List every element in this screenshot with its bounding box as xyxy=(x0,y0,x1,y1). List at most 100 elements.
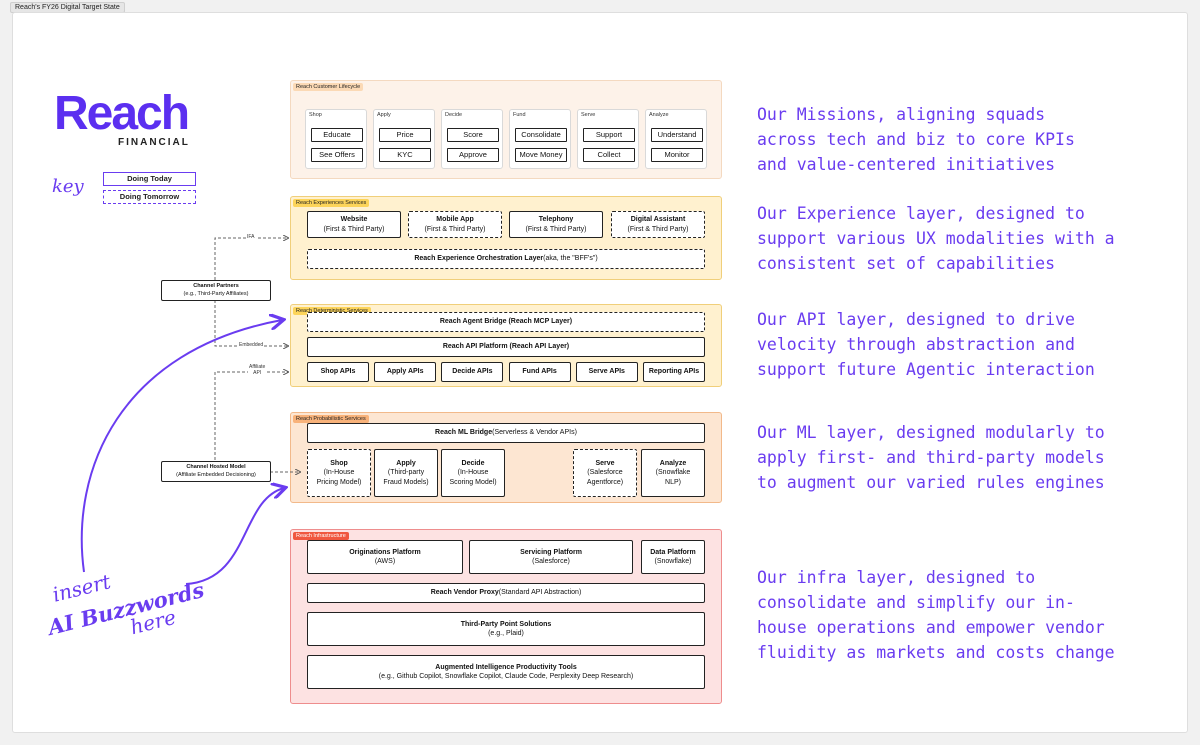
deterministic-section: Reach Deterministic Services Reach Agent… xyxy=(290,304,722,387)
model-detail: Fraud Models) xyxy=(383,478,429,486)
experience-line: support various UX modalities with a xyxy=(757,229,1115,248)
lifecycle-item[interactable]: KYC xyxy=(379,148,431,162)
ml-bridge[interactable]: Reach ML Bridge (Serverless & Vendor API… xyxy=(307,423,705,443)
lifecycle-title: Reach Customer Lifecycle xyxy=(293,83,364,91)
channel-digital-assistant-sub: (First & Third Party) xyxy=(627,225,689,233)
api-platform[interactable]: Reach API Platform (Reach API Layer) xyxy=(307,337,705,357)
api-box-serve-apis[interactable]: Serve APIs xyxy=(575,362,638,382)
lifecycle-stage-title: Serve xyxy=(581,112,596,118)
ifa-label: IFA xyxy=(246,234,256,240)
channel-telephony-name: Telephony xyxy=(538,216,574,224)
channel-digital-assistant-name: Digital Assistant xyxy=(630,216,686,224)
data-platform[interactable]: Data Platform (Snowflake) xyxy=(641,540,705,574)
lifecycle-stage-title: Apply xyxy=(377,112,391,118)
lifecycle-item[interactable]: Consolidate xyxy=(515,128,567,142)
affiliate-api-label: Affiliate API xyxy=(248,364,267,376)
model-detail: Scoring Model) xyxy=(449,478,497,486)
channel-website-name: Website xyxy=(340,216,368,224)
orchestration-layer[interactable]: Reach Experience Orchestration Layer (ak… xyxy=(307,249,705,269)
model-detail: NLP) xyxy=(665,478,681,486)
experience-title: Reach Experiences Services xyxy=(293,199,370,207)
missions-line: Our Missions, aligning squads xyxy=(757,105,1046,124)
api-box-apply-apis[interactable]: Apply APIs xyxy=(374,362,437,382)
infra-line: fluidity as markets and costs change xyxy=(757,643,1115,662)
originations-platform[interactable]: Originations Platform (AWS) xyxy=(307,540,463,574)
affiliate-label: Affiliate xyxy=(249,364,266,370)
missions-line: and value-centered initiatives xyxy=(757,155,1056,174)
channel-partners-name: Channel Partners xyxy=(193,282,239,289)
lifecycle-item[interactable]: Understand xyxy=(651,128,703,142)
servicing-platform[interactable]: Servicing Platform (Salesforce) xyxy=(469,540,633,574)
lifecycle-item[interactable]: Monitor xyxy=(651,148,703,162)
channel-hosted-model-sub: (Affiliate Embedded Decisioning) xyxy=(176,471,256,478)
servicing-platform-sub: (Salesforce) xyxy=(532,558,570,565)
affiliate-api-connector xyxy=(214,372,288,460)
lifecycle-item[interactable]: Approve xyxy=(447,148,499,162)
ifa-connector xyxy=(214,238,288,280)
deterministic-title: Reach Deterministic Services xyxy=(293,307,371,315)
api-box-reporting-apis[interactable]: Reporting APIs xyxy=(643,362,705,382)
point-solutions-sub: (e.g., Plaid) xyxy=(488,630,524,637)
experience-section: Reach Experiences Services Website (Firs… xyxy=(290,196,722,280)
probabilistic-title: Reach Probabilistic Services xyxy=(293,415,369,423)
lifecycle-item[interactable]: Move Money xyxy=(515,148,567,162)
experience-line: consistent set of capabilities xyxy=(757,254,1056,273)
channel-digital-assistant[interactable]: Digital Assistant (First & Third Party) xyxy=(611,211,705,238)
lifecycle-item[interactable]: Score xyxy=(447,128,499,142)
lifecycle-item[interactable]: Collect xyxy=(583,148,635,162)
originations-platform-sub: (AWS) xyxy=(374,558,396,565)
channel-telephony[interactable]: Telephony (First & Third Party) xyxy=(509,211,603,238)
agent-bridge[interactable]: Reach Agent Bridge (Reach MCP Layer) xyxy=(307,312,705,332)
api-label: API xyxy=(253,370,262,376)
channel-telephony-sub: (First & Third Party) xyxy=(525,225,587,233)
channel-partners[interactable]: Channel Partners (e.g., Third-Party Affi… xyxy=(161,280,271,301)
vendor-proxy-detail: (Standard API Abstraction) xyxy=(498,589,582,597)
vendor-proxy[interactable]: Reach Vendor Proxy (Standard API Abstrac… xyxy=(307,583,705,603)
lifecycle-stage-title: Shop xyxy=(309,112,322,118)
api-box-fund-apis[interactable]: Fund APIs xyxy=(508,362,571,382)
model-detail: (In-House xyxy=(457,469,489,477)
model-detail: Pricing Model) xyxy=(316,478,362,486)
point-solutions[interactable]: Third-Party Point Solutions (e.g., Plaid… xyxy=(307,612,705,646)
missions-description: Our Missions, aligning squads across tec… xyxy=(757,102,1177,177)
model-detail: (Snowflake xyxy=(655,469,691,477)
lifecycle-item[interactable]: Price xyxy=(379,128,431,142)
vendor-proxy-name: Reach Vendor Proxy xyxy=(430,589,499,597)
key-doing-tomorrow: Doing Tomorrow xyxy=(103,190,196,204)
lifecycle-stage-title: Analyze xyxy=(649,112,669,118)
api-box-shop-apis[interactable]: Shop APIs xyxy=(307,362,369,382)
model-detail: (Salesforce xyxy=(587,469,623,477)
lifecycle-item[interactable]: See Offers xyxy=(311,148,363,162)
ml-line: to augment our varied rules engines xyxy=(757,473,1105,492)
servicing-platform-name: Servicing Platform xyxy=(520,548,582,556)
orchestration-layer-aka: (aka, the "BFF's") xyxy=(543,255,598,263)
lifecycle-item[interactable]: Educate xyxy=(311,128,363,142)
ml-line: apply first- and third-party models xyxy=(757,448,1105,467)
api-box-decide-apis[interactable]: Decide APIs xyxy=(441,362,504,382)
buzzword-arrow-upper xyxy=(80,320,282,573)
experience-description: Our Experience layer, designed to suppor… xyxy=(757,201,1177,276)
model-name: Shop xyxy=(330,459,348,467)
api-description: Our API layer, designed to drive velocit… xyxy=(757,307,1177,382)
channel-mobile-app[interactable]: Mobile App (First & Third Party) xyxy=(408,211,502,238)
channel-website[interactable]: Website (First & Third Party) xyxy=(307,211,401,238)
originations-platform-name: Originations Platform xyxy=(349,548,421,556)
lifecycle-stage-title: Fund xyxy=(513,112,526,118)
ml-line: Our ML layer, designed modularly to xyxy=(757,423,1105,442)
infra-section: Reach Infrastructure Originations Platfo… xyxy=(290,529,722,704)
lifecycle-stage-title: Decide xyxy=(445,112,463,118)
api-line: support future Agentic interaction xyxy=(757,360,1095,379)
lifecycle-item[interactable]: Support xyxy=(583,128,635,142)
channel-partners-sub: (e.g., Third-Party Affiliates) xyxy=(183,290,249,297)
productivity-tools[interactable]: Augmented Intelligence Productivity Tool… xyxy=(307,655,705,689)
channel-hosted-model[interactable]: Channel Hosted Model (Affiliate Embedded… xyxy=(161,461,271,482)
